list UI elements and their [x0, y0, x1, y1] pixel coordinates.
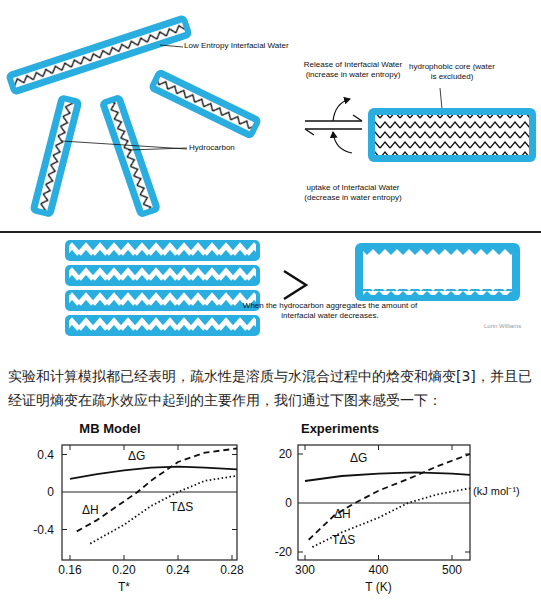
separator-line [0, 231, 541, 233]
plot-frame [62, 445, 237, 560]
curve-label: ΔH [334, 507, 351, 521]
interfacial-water [29, 94, 82, 218]
experiment-chart [298, 445, 470, 560]
interfacial-water [65, 315, 260, 336]
curve-label: ΔG [350, 451, 367, 465]
chart-title: MB Model [50, 421, 170, 437]
callout-label: Low Entropy Interfacial Water [184, 41, 289, 51]
interfacial-water [355, 243, 520, 301]
aggregate-node: hydrophobic core (water is excluded) [368, 62, 536, 162]
delta-h-curve [309, 454, 470, 540]
watermark: Lorin Williams [484, 323, 521, 330]
tick-label: 500 [432, 563, 472, 577]
tick-label: -0.4 [14, 523, 54, 537]
curve-label: TΔS [170, 500, 193, 514]
process-label: Release of Interfacial Water (increase i… [294, 60, 412, 79]
hydrophobic-core [375, 115, 529, 155]
arrow-barb [305, 129, 314, 135]
greater-than-sign [284, 271, 306, 299]
arrow-barb [353, 115, 362, 121]
hydrocarbon-chain [69, 290, 256, 311]
interfacial-water [368, 108, 536, 162]
zero-line [62, 492, 237, 493]
tick-label: 300 [285, 563, 325, 577]
hydrocarbon-chain [69, 240, 256, 261]
tick-label: 0.24 [158, 563, 198, 577]
unit-label: (kJ mol⁻¹) [473, 485, 520, 498]
zero-line [298, 503, 470, 504]
delta-g-curve [305, 472, 470, 481]
delta-h-curve [77, 449, 237, 532]
plot-frame [298, 445, 470, 560]
hydrocarbon-rod [65, 265, 260, 286]
axis-title: T (K) [349, 580, 409, 594]
tick-label: 0.28 [212, 563, 252, 577]
node-text: hydrophobic core (water is excluded) [406, 62, 498, 82]
tick-label: 0 [250, 496, 292, 510]
delta-g-curve [70, 467, 237, 479]
hydrocarbon-chain [69, 265, 256, 286]
hydrocarbon-chain [69, 315, 256, 336]
hydrocarbon-rod [99, 93, 162, 218]
t-delta-s-curve [90, 476, 237, 544]
interfacial-water [65, 265, 260, 286]
interfacial-water [99, 93, 162, 218]
interfacial-water [148, 68, 263, 140]
hydrocarbon-rod [148, 68, 263, 140]
tick-label: 0 [14, 485, 54, 499]
tick-label: 0.20 [104, 563, 144, 577]
interfacial-water [65, 290, 260, 311]
interfacial-water [65, 240, 260, 261]
hydrocarbon-rod [65, 290, 260, 311]
tick-label: 400 [359, 563, 399, 577]
release-arrow [333, 99, 350, 121]
tick-label: 20 [250, 447, 292, 461]
hydrocarbon-chain [156, 77, 254, 131]
hydrophobic-aggregate [368, 108, 536, 162]
equilibrium-arrow [305, 128, 362, 129]
note-text: When the hydrocarbon aggregates the amou… [240, 301, 420, 320]
hydrophobic-aggregate [355, 243, 520, 301]
hydrocarbon-chain [107, 101, 153, 210]
tick-marks [62, 445, 237, 560]
curve-label: ΔG [128, 449, 145, 463]
leader-line [62, 141, 187, 149]
uptake-arrow [333, 132, 352, 153]
hydrophobic-core [363, 255, 512, 289]
chart-title: Experiments [280, 421, 400, 437]
hydrocarbon-rod [29, 94, 82, 218]
hydrocarbon-rod [65, 315, 260, 336]
process-label: uptake of Interfacial Water (decrease in… [294, 183, 412, 202]
hydrocarbon-rod [65, 240, 260, 261]
curve-label: ΔH [82, 503, 99, 517]
core-edge [363, 289, 512, 295]
body-text: 实验和计算模拟都已经表明，疏水性是溶质与水混合过程中的焓变和熵变[3]，并且已经… [8, 364, 536, 412]
tick-label: 0.16 [50, 563, 90, 577]
tick-label: -20 [250, 545, 292, 559]
leader-line [160, 45, 183, 47]
hydrocarbon-chain [38, 101, 75, 210]
t-delta-s-curve [312, 488, 470, 547]
axis-title: T* [104, 580, 144, 594]
tick-marks [298, 445, 470, 560]
mb-chart [62, 445, 237, 560]
curve-label: TΔS [332, 533, 355, 547]
core-edge [363, 249, 512, 255]
callout-label: Hydrocarbon [189, 143, 235, 153]
tick-label: 0.4 [14, 448, 54, 462]
